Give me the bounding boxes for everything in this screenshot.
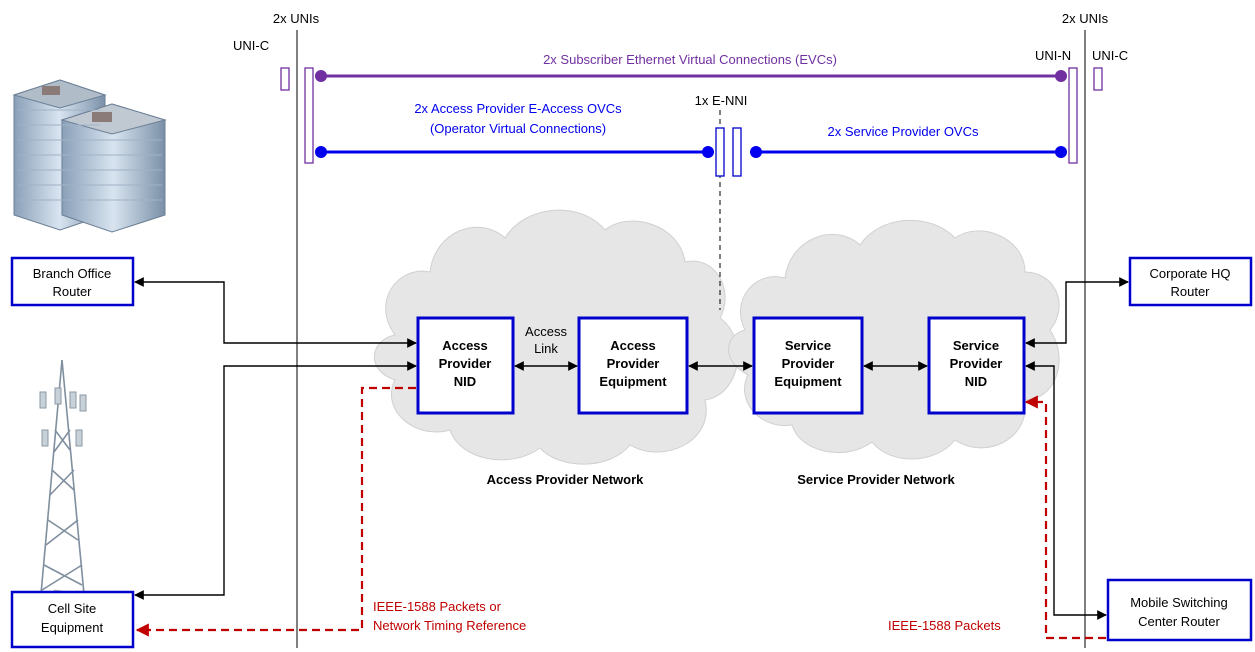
cell-site-to-ap-nid-link xyxy=(134,361,417,600)
branch-office-router[interactable]: Branch Office Router xyxy=(10,256,135,307)
right-timing-label: IEEE-1588 Packets xyxy=(888,618,1001,633)
ap-eq-line3: Equipment xyxy=(599,374,667,389)
right-timing-path xyxy=(1024,395,1106,640)
service-ovc-right-endpoint xyxy=(1055,146,1067,158)
msc-label-line1: Mobile Switching xyxy=(1130,595,1228,610)
service-network-label: Service Provider Network xyxy=(797,472,955,487)
right-unis-label: 2x UNIs xyxy=(1062,11,1109,26)
uni-c-right-label: UNI-C xyxy=(1092,48,1128,63)
corporate-hq-router[interactable]: Corporate HQ Router xyxy=(1128,256,1253,307)
access-network-label: Access Provider Network xyxy=(487,472,645,487)
access-ovc-left-endpoint xyxy=(315,146,327,158)
evc-label: 2x Subscriber Ethernet Virtual Connectio… xyxy=(543,52,837,67)
uni-c-right-marker xyxy=(1093,67,1103,91)
cell-site-label-line1: Cell Site xyxy=(48,601,96,616)
branch-to-ap-nid-link xyxy=(134,277,417,348)
enni-left-marker xyxy=(715,127,725,177)
left-unis-label: 2x UNIs xyxy=(273,11,320,26)
corporate-hq-label-line1: Corporate HQ xyxy=(1150,266,1231,281)
evc-right-endpoint xyxy=(1055,70,1067,82)
access-ovc-right-endpoint xyxy=(702,146,714,158)
uni-n-right-label: UNI-N xyxy=(1035,48,1071,63)
evc-left-endpoint xyxy=(315,70,327,82)
sp-nid-line2: Provider xyxy=(950,356,1003,371)
mobile-switching-center-router[interactable]: Mobile Switching Center Router xyxy=(1106,578,1253,642)
branch-office-label-line2: Router xyxy=(52,284,92,299)
service-ovc-left-endpoint xyxy=(750,146,762,158)
sp-eq-line3: Equipment xyxy=(774,374,842,389)
service-provider-equipment[interactable]: Service Provider Equipment xyxy=(752,316,864,415)
branch-office-label-line1: Branch Office xyxy=(33,266,112,281)
ap-nid-line3: NID xyxy=(454,374,476,389)
sp-nid-line3: NID xyxy=(965,374,987,389)
access-link-label-line2: Link xyxy=(534,341,558,356)
left-timing-path xyxy=(135,386,416,637)
access-provider-nid[interactable]: Access Provider NID xyxy=(416,316,515,415)
cell-site-label-line2: Equipment xyxy=(41,620,104,635)
sp-eq-line1: Service xyxy=(785,338,831,353)
enni-label: 1x E-NNI xyxy=(695,93,748,108)
access-provider-equipment[interactable]: Access Provider Equipment xyxy=(577,316,689,415)
sp-eq-line2: Provider xyxy=(782,356,835,371)
access-ovc-label-line1: 2x Access Provider E-Access OVCs xyxy=(414,101,622,116)
msc-label-line2: Center Router xyxy=(1138,614,1220,629)
uni-n-right-marker xyxy=(1068,67,1078,164)
corporate-hq-label-line2: Router xyxy=(1170,284,1210,299)
access-link-label-line1: Access xyxy=(525,324,567,339)
service-provider-nid[interactable]: Service Provider NID xyxy=(927,316,1026,415)
ap-nid-line1: Access xyxy=(442,338,488,353)
ap-eq-line2: Provider xyxy=(607,356,660,371)
cell-site-equipment[interactable]: Cell Site Equipment xyxy=(10,590,135,649)
ap-eq-line1: Access xyxy=(610,338,656,353)
service-ovc-label: 2x Service Provider OVCs xyxy=(828,124,979,139)
sp-nid-to-corporate-hq-link xyxy=(1025,277,1129,348)
left-timing-label-line1: IEEE-1588 Packets or xyxy=(373,599,502,614)
enni-right-marker xyxy=(732,127,742,177)
sp-nid-line1: Service xyxy=(953,338,999,353)
office-building-icon xyxy=(12,79,167,233)
uni-n-left-marker xyxy=(304,67,314,164)
uni-c-left-label: UNI-C xyxy=(233,38,269,53)
cell-tower-icon xyxy=(18,359,107,623)
uni-c-left-marker xyxy=(280,67,290,91)
left-timing-label-line2: Network Timing Reference xyxy=(373,618,526,633)
ap-nid-line2: Provider xyxy=(439,356,492,371)
access-ovc-label-line2: (Operator Virtual Connections) xyxy=(430,121,606,136)
sp-nid-to-msc-link xyxy=(1025,361,1107,620)
